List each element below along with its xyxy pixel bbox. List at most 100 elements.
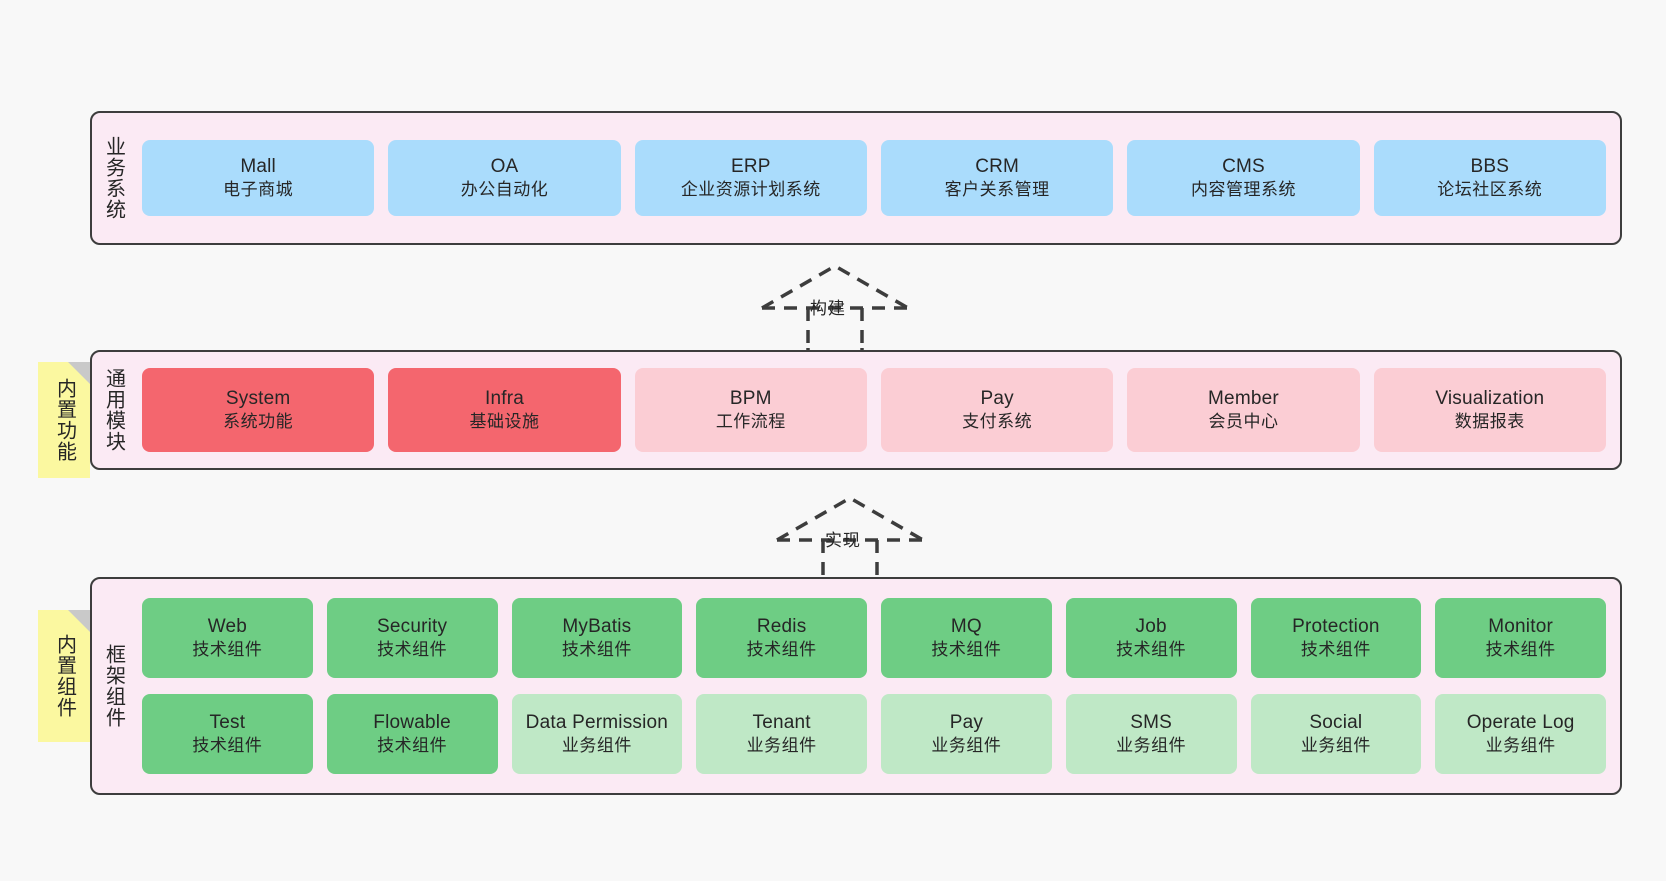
card-subtitle: 业务组件 (1116, 736, 1187, 756)
card-sms[interactable]: SMS 业务组件 (1065, 694, 1237, 774)
card-subtitle: 业务组件 (1485, 736, 1556, 756)
card-protection[interactable]: Protection 技术组件 (1250, 598, 1422, 678)
card-crm[interactable]: CRM 客户关系管理 (880, 140, 1114, 216)
sticky-note-builtin-functions-label: 内置功能 (53, 378, 76, 462)
card-title: Redis (756, 615, 807, 637)
sticky-note-builtin-components: 内置组件 (38, 610, 90, 742)
card-subtitle: 技术组件 (377, 640, 448, 660)
note-fold-corner-icon (68, 362, 90, 384)
card-mybatis[interactable]: MyBatis 技术组件 (511, 598, 683, 678)
card-subtitle: 支付系统 (962, 412, 1033, 432)
connector-build-label: 构建 (810, 299, 846, 318)
card-subtitle: 技术组件 (1116, 640, 1187, 660)
connector-implement: 实现 (765, 490, 935, 580)
card-cms[interactable]: CMS 内容管理系统 (1127, 140, 1360, 216)
card-title: BPM (729, 387, 772, 409)
layer-common-modules-title: 通用模块 (102, 368, 125, 452)
card-title: Pay (980, 387, 1014, 409)
card-subtitle: 会员中心 (1208, 412, 1279, 432)
card-subtitle: 技术组件 (377, 736, 448, 756)
card-title: Job (1135, 615, 1167, 637)
card-title: Pay (949, 711, 984, 733)
card-subtitle: 业务组件 (561, 736, 632, 756)
card-flowable[interactable]: Flowable 技术组件 (326, 694, 498, 774)
card-subtitle: 数据报表 (1454, 412, 1525, 432)
sticky-note-builtin-functions: 内置功能 (38, 362, 90, 478)
card-redis[interactable]: Redis 技术组件 (696, 598, 867, 678)
card-test[interactable]: Test 技术组件 (142, 694, 313, 774)
card-pay[interactable]: Pay 支付系统 (880, 368, 1114, 452)
card-subtitle: 系统功能 (223, 412, 294, 432)
card-title: BBS (1470, 155, 1510, 177)
note-fold-corner-icon (68, 610, 90, 632)
card-title: Flowable (373, 711, 451, 733)
card-subtitle: 业务组件 (931, 736, 1002, 756)
card-title: Security (377, 615, 448, 637)
card-monitor[interactable]: Monitor 技术组件 (1435, 598, 1606, 678)
card-social[interactable]: Social 业务组件 (1250, 694, 1422, 774)
card-title: CMS (1222, 155, 1265, 177)
card-operate-log[interactable]: Operate Log 业务组件 (1435, 694, 1606, 774)
card-pay[interactable]: Pay 业务组件 (881, 694, 1052, 774)
card-title: Web (207, 615, 248, 637)
card-mall[interactable]: Mall 电子商城 (142, 140, 375, 216)
card-job[interactable]: Job 技术组件 (1065, 598, 1237, 678)
connector-build: 构建 (750, 258, 920, 348)
card-subtitle: 技术组件 (1485, 640, 1556, 660)
card-subtitle: 内容管理系统 (1190, 180, 1296, 200)
card-subtitle: 业务组件 (746, 736, 817, 756)
card-title: MyBatis (562, 615, 632, 637)
card-title: CRM (975, 155, 1020, 177)
card-title: Infra (484, 387, 524, 409)
card-title: Social (1309, 711, 1363, 733)
layer-business-system-title: 业务系统 (102, 136, 125, 220)
card-subtitle: 技术组件 (192, 640, 263, 660)
card-security[interactable]: Security 技术组件 (326, 598, 498, 678)
card-member[interactable]: Member 会员中心 (1127, 368, 1360, 452)
card-data-permission[interactable]: Data Permission 业务组件 (511, 694, 683, 774)
card-bpm[interactable]: BPM 工作流程 (634, 368, 867, 452)
card-infra[interactable]: Infra 基础设施 (388, 368, 621, 452)
card-subtitle: 技术组件 (1300, 640, 1371, 660)
sticky-note-builtin-components-label: 内置组件 (53, 634, 76, 718)
card-title: Mall (240, 155, 276, 177)
card-title: Visualization (1435, 387, 1545, 409)
card-subtitle: 工作流程 (715, 412, 786, 432)
layer-common-modules: 通用模块 System 系统功能 Infra 基础设施 BPM 工作流程 Pay 支付系统 Me… (90, 350, 1622, 470)
card-mq[interactable]: MQ 技术组件 (881, 598, 1052, 678)
card-title: Operate Log (1466, 711, 1575, 733)
card-title: Monitor (1488, 615, 1553, 637)
connector-implement-label: 实现 (825, 531, 861, 550)
layer-framework-components-title: 框架组件 (102, 644, 125, 728)
card-title: Test (209, 711, 246, 733)
card-subtitle: 业务组件 (1300, 736, 1371, 756)
card-title: System (225, 387, 291, 409)
card-subtitle: 技术组件 (561, 640, 632, 660)
card-title: Protection (1292, 615, 1380, 637)
card-title: Member (1208, 387, 1279, 409)
card-title: SMS (1130, 711, 1173, 733)
card-title: MQ (950, 615, 982, 637)
card-title: OA (490, 155, 519, 177)
card-subtitle: 电子商城 (223, 180, 294, 200)
card-subtitle: 基础设施 (469, 412, 540, 432)
card-subtitle: 技术组件 (931, 640, 1002, 660)
card-system[interactable]: System 系统功能 (142, 368, 375, 452)
card-subtitle: 技术组件 (192, 736, 263, 756)
card-subtitle: 技术组件 (746, 640, 817, 660)
card-subtitle: 客户关系管理 (944, 180, 1050, 200)
layer-common-modules-body: System 系统功能 Infra 基础设施 BPM 工作流程 Pay 支付系统 Member 会… (134, 352, 1620, 468)
card-visualization[interactable]: Visualization 数据报表 (1373, 368, 1606, 452)
card-web[interactable]: Web 技术组件 (142, 598, 313, 678)
card-title: Data Permission (525, 711, 669, 733)
